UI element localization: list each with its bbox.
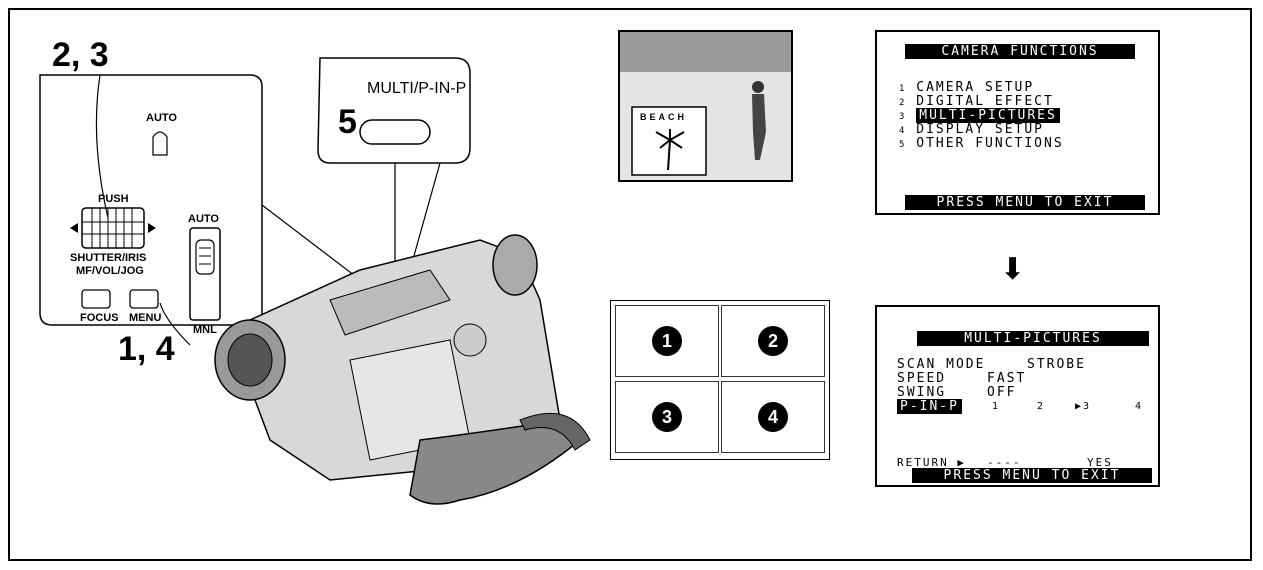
multi-pictures-footer: PRESS MENU TO EXIT (912, 468, 1152, 483)
step-label-1-4: 1, 4 (118, 330, 175, 369)
speed-label: SPEED (897, 371, 946, 386)
beach-sign-text: BEACH (640, 112, 687, 122)
multi-pictures-screen: MULTI-PICTURES SCAN MODE STROBE SPEED FA… (875, 305, 1160, 487)
multi-pictures-title: MULTI-PICTURES (917, 331, 1149, 346)
quad-number-4: 4 (758, 402, 788, 432)
pinp-label: P-IN-P (897, 399, 962, 414)
beach-photo-screen: BEACH (618, 30, 793, 182)
push-dial-label: PUSH (98, 193, 129, 205)
scan-mode-label: SCAN MODE (897, 357, 985, 372)
menu-button-label: MENU (129, 312, 161, 324)
pinp-option-1: 1 (992, 399, 1000, 414)
focus-button-label: FOCUS (80, 312, 119, 324)
pinp-option-3-selected: ▶3 (1075, 399, 1091, 414)
mnl-label: MNL (193, 324, 217, 336)
quad-number-1: 1 (652, 326, 682, 356)
camera-functions-footer: PRESS MENU TO EXIT (905, 195, 1145, 210)
pinp-option-2: 2 (1037, 399, 1045, 414)
step-label-2-3: 2, 3 (52, 36, 109, 75)
camera-functions-screen: CAMERA FUNCTIONS 1 CAMERA SETUP 2 DIGITA… (875, 30, 1160, 215)
mf-vol-jog-label: MF/VOL/JOG (76, 265, 144, 277)
menu-item-other-functions: 5 OTHER FUNCTIONS (899, 136, 1064, 153)
auto-switch-label: AUTO (188, 213, 219, 225)
multi-picture-quad-screen: 1 2 3 4 (610, 300, 830, 460)
swing-value: OFF (987, 385, 1016, 400)
beach-scene-image (620, 32, 793, 182)
quad-number-3: 3 (652, 402, 682, 432)
step-label-5: 5 (338, 103, 357, 142)
scan-mode-value: STROBE (1027, 357, 1086, 372)
quad-2: 2 (721, 305, 825, 377)
quad-4: 4 (721, 381, 825, 453)
quad-3: 3 (615, 381, 719, 453)
multi-pinp-button-label: MULTI/P-IN-P (367, 80, 466, 98)
speed-value: FAST (987, 371, 1026, 386)
down-arrow-icon: ⬇ (1000, 255, 1025, 285)
shutter-iris-label: SHUTTER/IRIS (70, 252, 146, 264)
camera-functions-title: CAMERA FUNCTIONS (905, 44, 1135, 59)
swing-label: SWING (897, 385, 946, 400)
quad-1: 1 (615, 305, 719, 377)
auto-indicator-label: AUTO (146, 112, 177, 124)
pinp-option-4: 4 (1135, 399, 1143, 414)
quad-number-2: 2 (758, 326, 788, 356)
camcorder-illustration (0, 0, 620, 570)
